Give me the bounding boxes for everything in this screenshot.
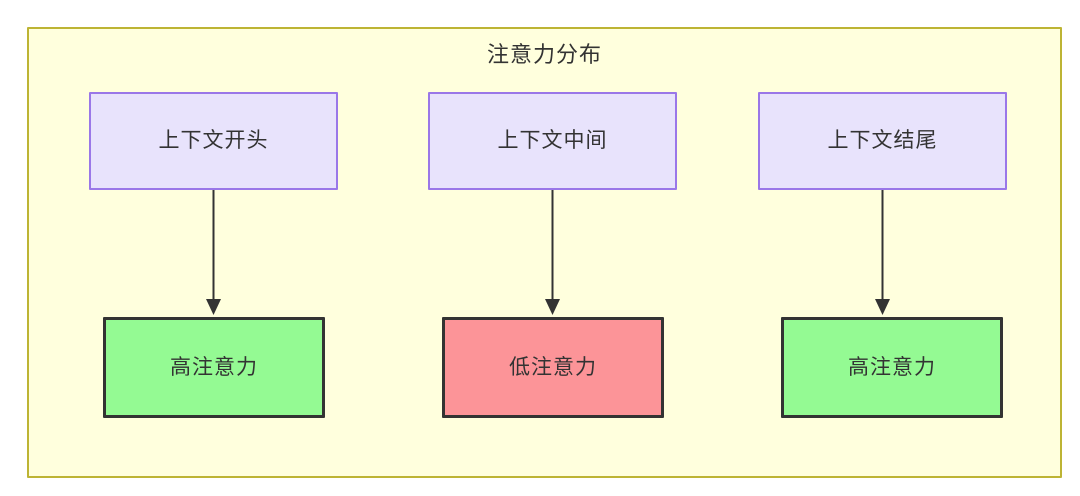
node-attention-start[interactable]: 高注意力 xyxy=(103,317,325,418)
node-attention-end[interactable]: 高注意力 xyxy=(781,317,1003,418)
node-context-start[interactable]: 上下文开头 xyxy=(89,92,338,190)
node-context-end[interactable]: 上下文结尾 xyxy=(758,92,1007,190)
node-context-middle[interactable]: 上下文中间 xyxy=(428,92,677,190)
node-attention-middle[interactable]: 低注意力 xyxy=(442,317,664,418)
diagram-title: 注意力分布 xyxy=(486,43,602,68)
